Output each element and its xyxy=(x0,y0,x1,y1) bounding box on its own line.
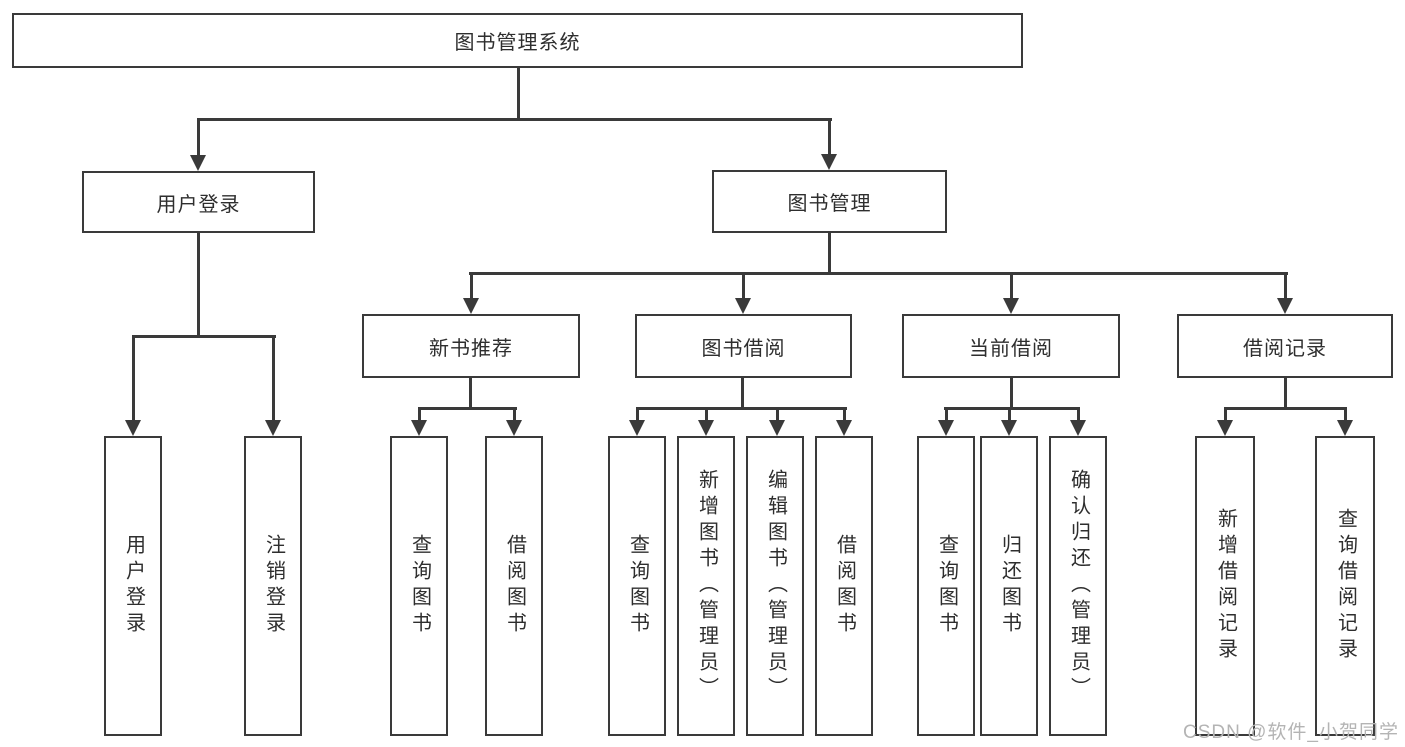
node-label: 新增借阅记录 xyxy=(1214,508,1237,664)
connector-line xyxy=(741,378,744,409)
node-book-borrowing: 图书借阅 xyxy=(635,314,852,378)
arrowhead-down-icon xyxy=(1337,420,1353,436)
node-label: 新书推荐 xyxy=(429,337,513,360)
connector-line xyxy=(1224,407,1347,410)
connector-arrow-line xyxy=(1284,272,1287,300)
connector-arrow-line xyxy=(272,335,275,422)
arrowhead-down-icon xyxy=(125,420,141,436)
leaf-current-query-books: 查询图书 xyxy=(917,436,975,736)
arrowhead-down-icon xyxy=(698,420,714,436)
connector-arrow-line xyxy=(197,118,200,157)
connector-arrow-line xyxy=(945,407,948,422)
connector-arrow-line xyxy=(132,335,135,422)
connector-line xyxy=(197,233,200,337)
connector-line xyxy=(469,272,1288,275)
node-label: 图书管理 xyxy=(787,193,872,215)
node-library-management-system: 图书管理系统 xyxy=(12,13,1023,68)
node-current-borrowing: 当前借阅 xyxy=(902,314,1120,378)
connector-line xyxy=(517,68,520,120)
connector-line xyxy=(469,378,472,409)
node-new-book-recommendation: 新书推荐 xyxy=(362,314,580,378)
arrowhead-down-icon xyxy=(506,420,522,436)
node-label: 确认归还（管理员） xyxy=(1067,469,1090,703)
connector-line xyxy=(1284,378,1287,409)
connector-arrow-line xyxy=(418,407,421,422)
node-user-login: 用户登录 xyxy=(82,171,315,233)
node-label: 新增图书（管理员） xyxy=(695,469,718,703)
node-label: 借阅图书 xyxy=(833,534,856,638)
arrowhead-down-icon xyxy=(1217,420,1233,436)
leaf-user-login: 用户登录 xyxy=(104,436,162,736)
connector-line xyxy=(828,233,831,274)
connector-line xyxy=(944,407,1080,410)
node-label: 图书借阅 xyxy=(701,337,786,360)
arrowhead-down-icon xyxy=(1003,298,1019,314)
leaf-current-confirm-return-admin: 确认归还（管理员） xyxy=(1049,436,1107,736)
connector-arrow-line xyxy=(1010,272,1013,300)
arrowhead-down-icon xyxy=(463,298,479,314)
arrowhead-down-icon xyxy=(190,155,206,171)
arrowhead-down-icon xyxy=(836,420,852,436)
node-label: 用户登录 xyxy=(122,534,145,638)
connector-arrow-line xyxy=(742,272,745,300)
connector-arrow-line xyxy=(1224,407,1227,422)
node-label: 查询图书 xyxy=(935,534,958,638)
leaf-current-return-books: 归还图书 xyxy=(980,436,1038,736)
connector-arrow-line xyxy=(636,407,639,422)
node-label: 查询图书 xyxy=(626,534,649,638)
connector-line xyxy=(636,407,847,410)
arrowhead-down-icon xyxy=(821,154,837,170)
leaf-borrowing-borrow-books: 借阅图书 xyxy=(815,436,873,736)
leaf-logout: 注销登录 xyxy=(244,436,302,736)
connector-arrow-line xyxy=(513,407,516,422)
arrowhead-down-icon xyxy=(735,298,751,314)
node-label: 编辑图书（管理员） xyxy=(764,469,787,703)
node-label: 借阅记录 xyxy=(1243,337,1327,360)
node-label: 用户登录 xyxy=(156,193,241,216)
connector-arrow-line xyxy=(1008,407,1011,422)
arrowhead-down-icon xyxy=(1277,298,1293,314)
leaf-recommend-borrow-books: 借阅图书 xyxy=(485,436,543,736)
arrowhead-down-icon xyxy=(265,420,281,436)
connector-line xyxy=(197,118,832,121)
arrowhead-down-icon xyxy=(769,420,785,436)
leaf-borrowing-edit-books-admin: 编辑图书（管理员） xyxy=(746,436,804,736)
node-label: 查询图书 xyxy=(408,534,431,638)
node-label: 借阅图书 xyxy=(503,534,526,638)
leaf-recommend-query-books: 查询图书 xyxy=(390,436,448,736)
arrowhead-down-icon xyxy=(1001,420,1017,436)
node-label: 查询借阅记录 xyxy=(1334,508,1357,664)
leaf-records-add-borrow-record: 新增借阅记录 xyxy=(1195,436,1255,736)
node-label: 归还图书 xyxy=(998,534,1021,638)
connector-arrow-line xyxy=(828,118,831,156)
csdn-watermark: CSDN @软件_小贺同学 xyxy=(1183,722,1399,743)
connector-arrow-line xyxy=(1344,407,1347,422)
arrowhead-down-icon xyxy=(411,420,427,436)
node-label: 当前借阅 xyxy=(969,337,1053,360)
arrowhead-down-icon xyxy=(629,420,645,436)
connector-line xyxy=(418,407,517,410)
leaf-records-query-borrow-record: 查询借阅记录 xyxy=(1315,436,1375,736)
node-book-management: 图书管理 xyxy=(712,170,947,233)
connector-line xyxy=(1010,378,1013,409)
node-label: 注销登录 xyxy=(262,534,285,638)
node-borrowing-records: 借阅记录 xyxy=(1177,314,1393,378)
connector-arrow-line xyxy=(843,407,846,422)
connector-arrow-line xyxy=(470,272,473,300)
connector-arrow-line xyxy=(705,407,708,422)
leaf-borrowing-add-books-admin: 新增图书（管理员） xyxy=(677,436,735,736)
node-label: 图书管理系统 xyxy=(454,32,581,54)
connector-arrow-line xyxy=(1077,407,1080,422)
connector-arrow-line xyxy=(776,407,779,422)
arrowhead-down-icon xyxy=(1070,420,1086,436)
leaf-borrowing-query-books: 查询图书 xyxy=(608,436,666,736)
arrowhead-down-icon xyxy=(938,420,954,436)
connector-line xyxy=(132,335,276,338)
